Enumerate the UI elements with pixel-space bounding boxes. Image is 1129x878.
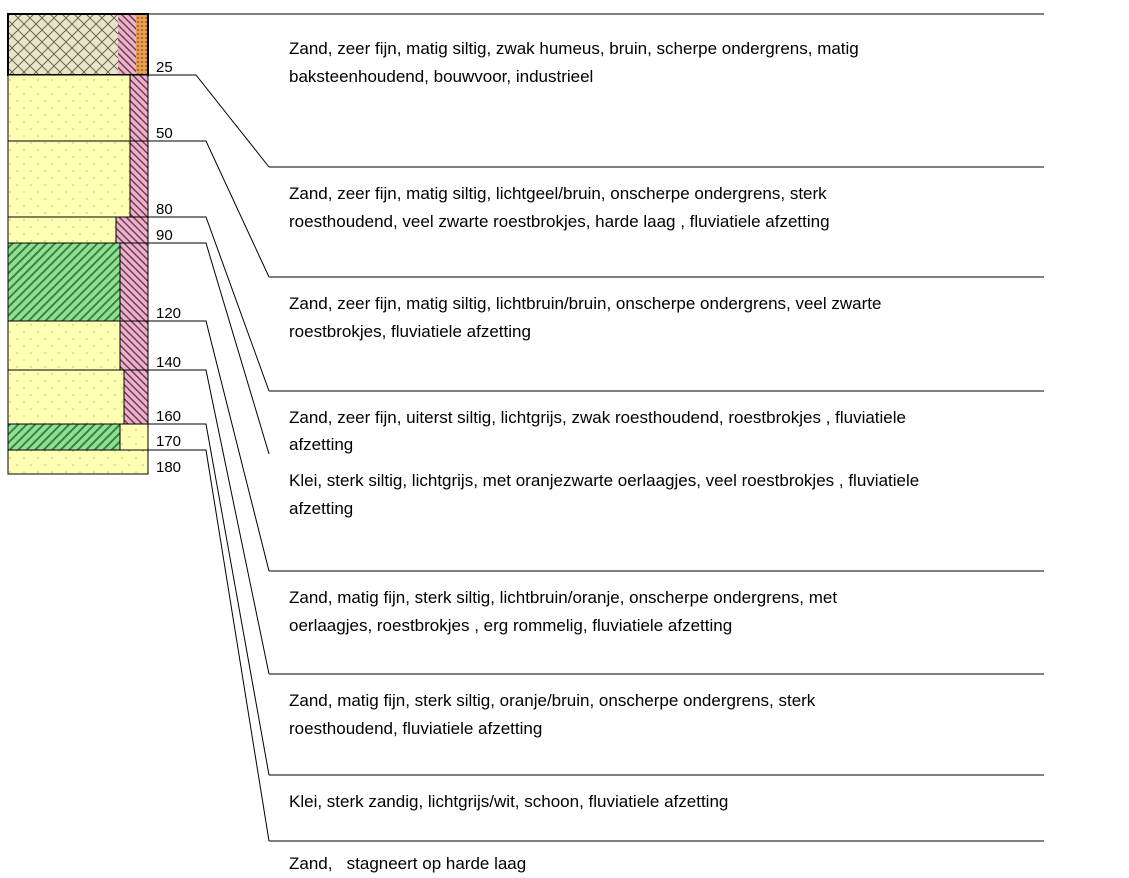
layer-0-25-main: [8, 14, 118, 75]
depth-label: 90: [156, 227, 173, 244]
description-line: Zand, stagneert op harde laag: [289, 854, 526, 873]
layer-170-180-main: [8, 450, 148, 474]
depth-label: 120: [156, 305, 181, 322]
layer-0-25-orange: [136, 14, 148, 75]
description-line: oerlaagjes, roestbrokjes , erg rommelig,…: [289, 616, 732, 635]
separator-lines: [148, 13, 1044, 842]
layer-160-170-side: [120, 424, 148, 450]
description-line: Klei, sterk siltig, lichtgrijs, met oran…: [289, 471, 919, 490]
description-line: Zand, zeer fijn, matig siltig, lichtbrui…: [289, 294, 881, 313]
layer-160-170-main: [8, 424, 120, 450]
depth-label: 80: [156, 201, 173, 218]
layer-90-120-pink: [120, 243, 148, 321]
layer-140-160-main: [8, 370, 124, 424]
layer-80-90-main: [8, 217, 116, 243]
layer-0-25-pink: [118, 14, 136, 75]
depth-label: 25: [156, 59, 173, 76]
description-line: roesthoudend, fluviatiele afzetting: [289, 719, 542, 738]
description-line: baksteenhoudend, bouwvoor, industrieel: [289, 67, 593, 86]
layer-90-120-main: [8, 243, 120, 321]
layer-25-50-main: [8, 75, 130, 141]
layer-80-90-pink: [116, 217, 148, 243]
depth-label: 160: [156, 408, 181, 425]
layer-140-160-pink: [124, 370, 148, 424]
layer-50-80-main: [8, 141, 130, 217]
description-line: Zand, zeer fijn, matig siltig, lichtgeel…: [289, 184, 827, 203]
depth-label: 140: [156, 354, 181, 371]
depth-label: 180: [156, 459, 181, 476]
description-line: Zand, zeer fijn, uiterst siltig, lichtgr…: [289, 408, 906, 427]
description-line: roesthoudend, veel zwarte roestbrokjes, …: [289, 212, 830, 231]
layer-25-50-pink: [130, 75, 148, 141]
layer-50-80-pink: [130, 141, 148, 217]
description-line: afzetting: [289, 499, 353, 518]
depth-label: 50: [156, 125, 173, 142]
depth-label: 170: [156, 433, 181, 450]
layer-120-140-pink: [120, 321, 148, 370]
description-line: Zand, matig fijn, sterk siltig, lichtbru…: [289, 588, 837, 607]
description-line: roestbrokjes, fluviatiele afzetting: [289, 322, 531, 341]
description-line: Klei, sterk zandig, lichtgrijs/wit, scho…: [289, 792, 728, 811]
description-line: Zand, zeer fijn, matig siltig, zwak hume…: [289, 39, 859, 58]
description-line: afzetting: [289, 435, 353, 454]
borehole-column: [7, 13, 149, 475]
layer-120-140-main: [8, 321, 120, 370]
leader-lines: [148, 74, 270, 842]
layer-descriptions: Zand, zeer fijn, matig siltig, zwak hume…: [289, 39, 919, 873]
depth-labels: 25 50 80 90 120 140 160 170 180: [156, 59, 181, 476]
description-line: Zand, matig fijn, sterk siltig, oranje/b…: [289, 691, 816, 710]
